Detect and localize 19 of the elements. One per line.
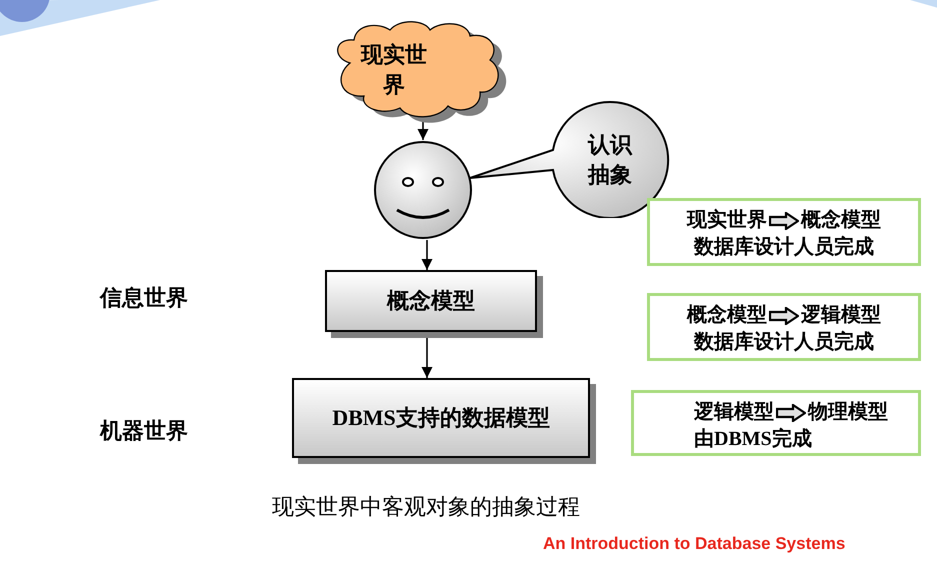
note-text: 现实世界 (687, 209, 767, 231)
arrow (421, 240, 433, 270)
note-text: 由DBMS完成 (694, 426, 812, 452)
side-label: 信息世界 (100, 284, 188, 312)
caption: 现实世界中客观对象的抽象过程 (272, 493, 580, 521)
note-text: 逻辑模型 (801, 304, 881, 326)
note-text: 数据库设计人员完成 (694, 330, 874, 355)
note-box (647, 293, 921, 361)
note-text: 概念模型 (801, 209, 881, 231)
node-text: 现实世界 (360, 41, 428, 99)
note-box (647, 198, 921, 266)
note-text: 物理模型 (808, 401, 888, 423)
side-label: 机器世界 (100, 417, 188, 445)
note-text: 数据库设计人员完成 (694, 234, 874, 260)
note-box (631, 390, 921, 456)
note-text: 概念模型 (687, 304, 767, 326)
note-text: 逻辑模型 (694, 401, 774, 423)
node-text: 认识抽象 (586, 131, 634, 189)
footer-text: An Introduction to Database Systems (543, 534, 846, 554)
